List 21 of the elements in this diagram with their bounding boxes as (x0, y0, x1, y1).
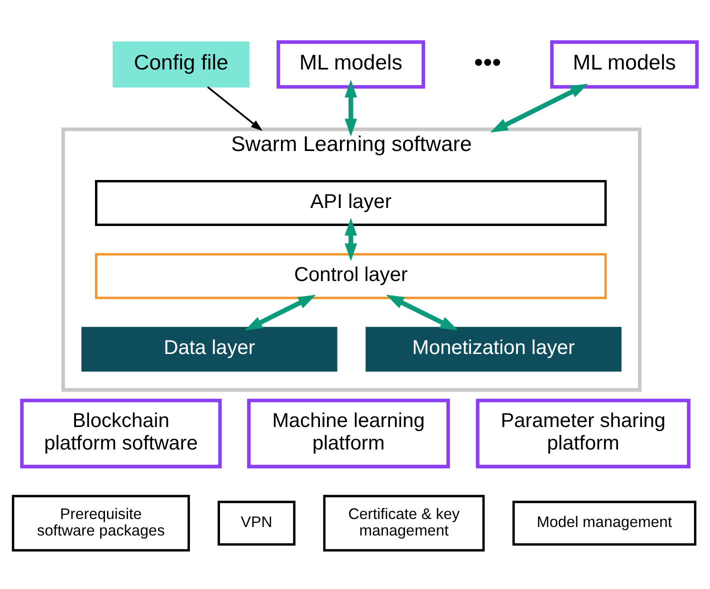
node-box: Certificate & key management (323, 494, 485, 551)
node-box: Monetization layer (366, 326, 622, 372)
node-box: Config file (112, 40, 250, 87)
arrow (344, 217, 358, 261)
arrow (207, 86, 263, 130)
arrow (244, 294, 316, 330)
node-box: ML models (550, 40, 699, 88)
arrow (344, 79, 358, 136)
label: ••• (474, 48, 502, 77)
node-box: Prerequisite software packages (12, 494, 190, 551)
node-box: ML models (276, 40, 426, 88)
node-box: API layer (95, 180, 607, 226)
node-box: VPN (218, 500, 296, 546)
arrow (490, 83, 588, 132)
node-box: Parameter sharing platform (476, 398, 690, 468)
node-box: Machine learning platform (247, 398, 450, 468)
node-box: Control layer (95, 252, 607, 299)
arrow (386, 294, 458, 330)
node-box: Model management (512, 500, 696, 546)
node-box: Blockchain platform software (20, 398, 222, 468)
node-box: Data layer (81, 326, 338, 372)
